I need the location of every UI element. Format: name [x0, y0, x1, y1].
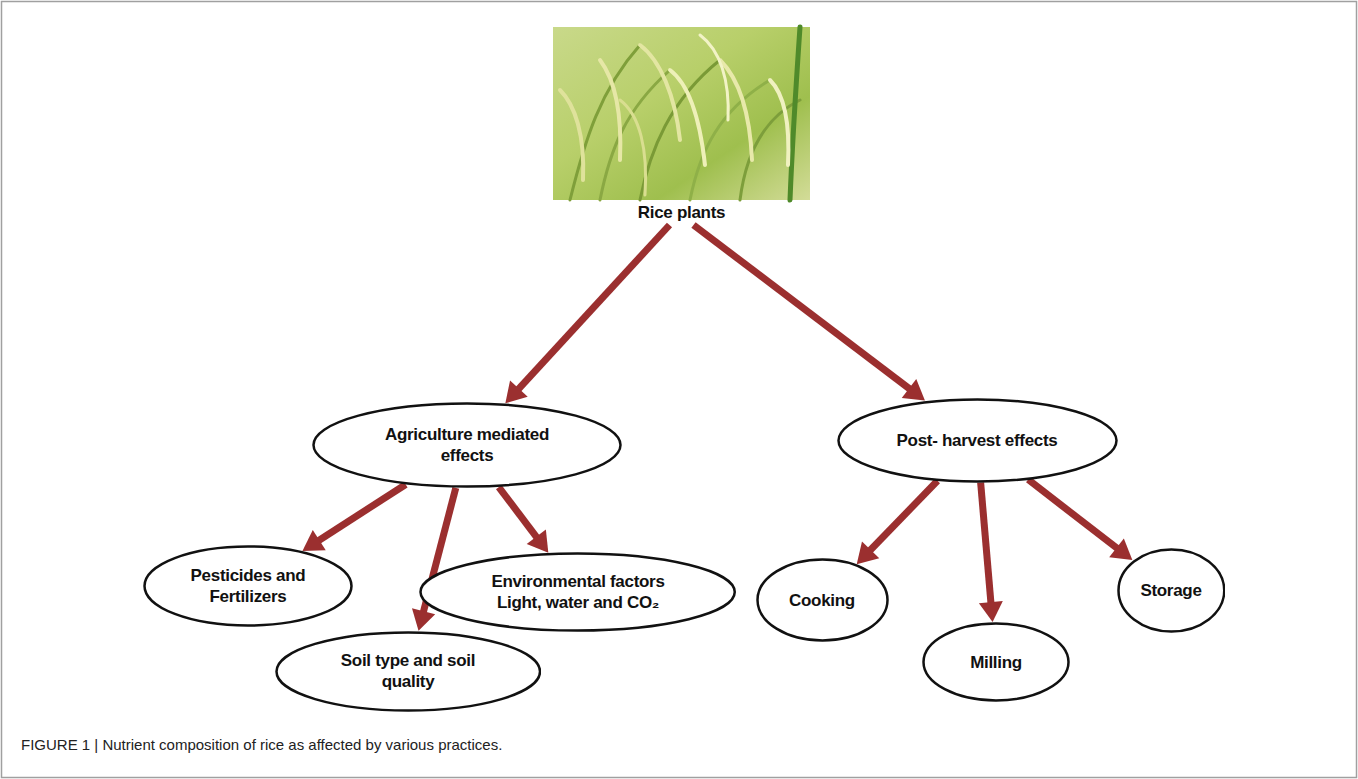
- ellipse-node: Storage: [1117, 548, 1226, 633]
- arrow-head: [857, 541, 880, 564]
- arrow-line: [694, 225, 911, 390]
- arrow-connector: [857, 481, 938, 564]
- arrow-head: [412, 608, 435, 630]
- ellipse-shape: [314, 404, 621, 487]
- node-label: Pesticides and Fertilizers: [183, 565, 313, 607]
- node-label: Cooking: [789, 590, 855, 611]
- ellipse-outline: [143, 545, 353, 627]
- arrow-head: [979, 601, 1003, 622]
- photo-ground: [553, 27, 810, 200]
- ellipse-node: Agriculture mediated effects: [312, 402, 622, 488]
- node-label: Agriculture mediated effects: [367, 424, 567, 466]
- ellipse-shape: [145, 547, 352, 626]
- ellipse-shape: [276, 632, 540, 710]
- node-label: Rice plants: [638, 202, 725, 223]
- ellipse-outline: [275, 631, 542, 712]
- ellipse-node: Environmental factors Light, water and C…: [419, 552, 736, 632]
- figure-caption: FIGURE 1 | Nutrient composition of rice …: [21, 736, 502, 753]
- arrow-line: [499, 487, 538, 538]
- ellipse-node: Soil type and soil quality: [275, 631, 542, 712]
- ellipse-node: Post- harvest effects: [837, 398, 1118, 483]
- arrow-connector: [979, 482, 1003, 622]
- arrow-head: [527, 530, 549, 553]
- ellipse-shape: [1118, 549, 1224, 631]
- node-label: Milling: [970, 652, 1022, 673]
- node-label: Storage: [1140, 580, 1201, 601]
- ellipse-node: Milling: [922, 622, 1070, 702]
- arrow-line: [518, 225, 670, 390]
- ellipse-outline: [312, 402, 622, 488]
- arrow-line: [981, 482, 991, 604]
- arrow-line: [1028, 480, 1118, 550]
- arrow-line: [869, 481, 937, 551]
- arrow-connector: [1028, 480, 1132, 561]
- ellipse-shape: [838, 399, 1116, 481]
- ellipse-outline: [419, 552, 736, 632]
- arrow-line: [318, 484, 406, 541]
- node-label: Environmental factors Light, water and C…: [476, 571, 681, 613]
- arrow-head: [902, 379, 925, 401]
- ellipse-shape: [757, 560, 887, 641]
- arrow-connector: [302, 484, 405, 550]
- rice-stalks: [560, 27, 800, 200]
- ellipse-node: Cooking: [756, 558, 889, 642]
- arrow-connector: [505, 225, 669, 403]
- node-label: Post- harvest effects: [897, 430, 1058, 451]
- arrow-head: [1109, 538, 1132, 560]
- arrow-connector: [499, 487, 549, 553]
- arrow-connector: [694, 225, 925, 401]
- arrow-head: [505, 380, 527, 403]
- ellipse-node: Pesticides and Fertilizers: [143, 545, 353, 627]
- arrow-head: [302, 530, 325, 551]
- ellipse-shape: [924, 624, 1069, 701]
- ellipse-shape: [421, 554, 735, 631]
- node-label: Soil type and soil quality: [323, 650, 493, 692]
- photo-node: Rice plants: [553, 27, 810, 225]
